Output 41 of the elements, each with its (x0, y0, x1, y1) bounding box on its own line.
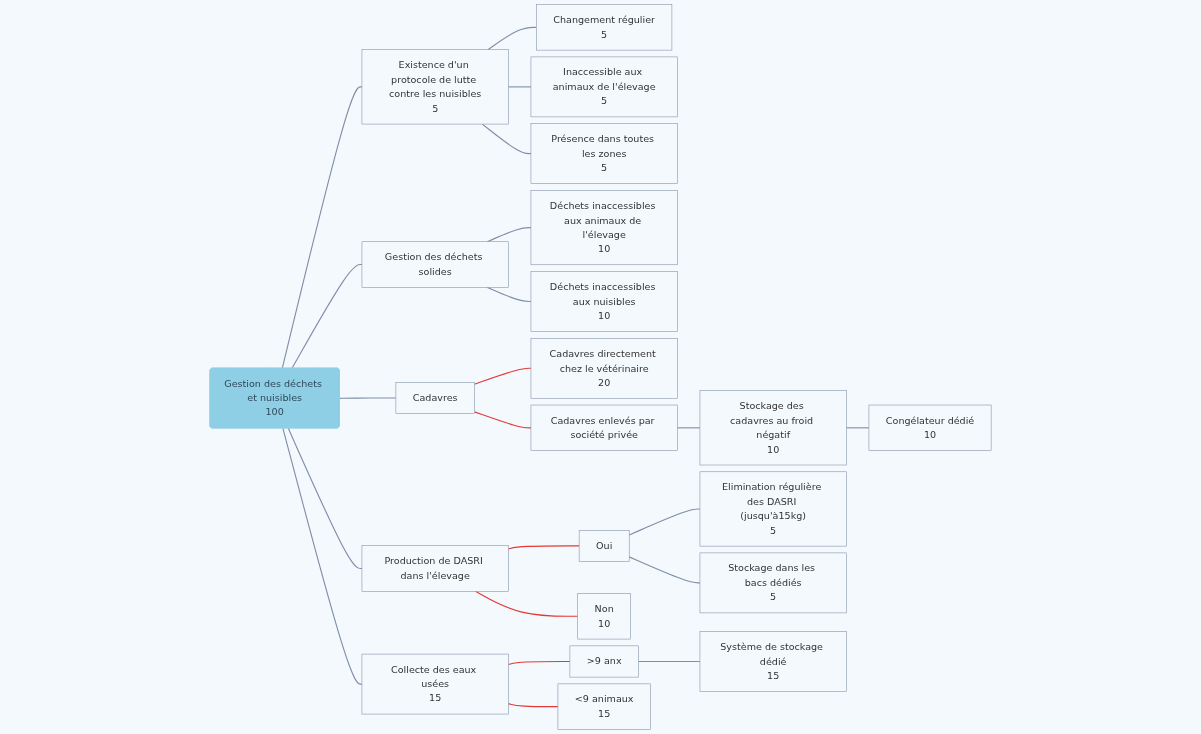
node-box: Cadavres (395, 382, 475, 414)
connector (281, 86, 363, 369)
connector (628, 556, 701, 584)
connector (481, 123, 532, 155)
node-box: Stockage dans les bacs dédiés 5 (699, 552, 847, 614)
connector (486, 286, 532, 303)
node-box: Déchets inaccessibles aux nuisibles 10 (530, 271, 678, 332)
node-box: Gestion des déchets solides (361, 241, 509, 288)
node-box: Présence dans toutes les zones 5 (530, 123, 678, 184)
connector (287, 427, 363, 570)
node-box: Stockage des cadavres au froid négatif 10 (699, 390, 847, 466)
node-box: Changement régulier 5 (536, 4, 673, 51)
connector (507, 545, 580, 550)
node-box: >9 anx (569, 645, 639, 678)
connector (507, 660, 571, 666)
node-box: Système de stockage dédié 15 (699, 631, 847, 692)
connector (637, 660, 701, 663)
node-box: Non 10 (577, 593, 631, 640)
node-box: Congélateur dédié 10 (868, 404, 992, 451)
connector (475, 590, 579, 617)
connector (473, 367, 532, 385)
connector (487, 26, 537, 51)
node-box: Inaccessible aux animaux de l'élevage 5 (530, 56, 678, 118)
node-box: Existence d'un protocole de lutte contre les nuisibles 5 (361, 49, 509, 125)
connector (507, 703, 559, 708)
node-box: Collecte des eaux usées 15 (361, 653, 509, 715)
node-box: Production de DASRI dans l'élevage (361, 545, 509, 592)
node-box: Elimination régulière des DASRI (jusqu'à15kg) 5 (699, 471, 847, 547)
node-box: Déchets inaccessibles aux animaux de l'élevage 10 (530, 190, 678, 266)
node-box: Oui (578, 530, 630, 562)
connector (628, 508, 701, 536)
connector (291, 264, 363, 369)
connector (473, 411, 532, 429)
connector (676, 427, 701, 429)
connector (507, 86, 532, 88)
connector (339, 397, 397, 399)
node-box: Cadavres directement chez le vétérinaire 20 (530, 338, 678, 399)
node-box: <9 animaux 15 (557, 683, 651, 730)
connector (845, 427, 870, 429)
node-box: Cadavres enlevés par société privée (530, 404, 678, 451)
connector (282, 427, 363, 685)
